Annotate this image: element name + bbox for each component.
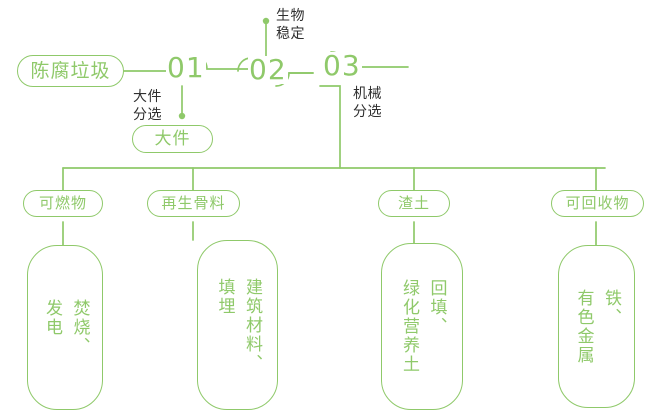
output-detail-box-1[interactable]: 焚烧、 发电	[27, 245, 103, 410]
output-detail-3-text: 回填、 绿化营养土	[399, 279, 447, 374]
stage-number-03[interactable]: 03	[322, 49, 362, 82]
process-label-02: 生物 稳定	[276, 8, 305, 42]
output-category-2[interactable]: 再生骨料	[147, 190, 240, 217]
branch-output-bulk[interactable]: 大件	[132, 125, 213, 153]
stage-number-02[interactable]: 02	[248, 53, 288, 86]
output-detail-4-text: 铁、 有色金属	[573, 288, 622, 365]
output-category-4[interactable]: 可回收物	[551, 190, 644, 217]
output-detail-box-3[interactable]: 回填、 绿化营养土	[381, 243, 463, 410]
endpoint-dot-bulk	[178, 112, 186, 120]
output-category-3-label: 渣土	[397, 194, 430, 212]
output-detail-box-2[interactable]: 建筑材料、 填埋	[197, 240, 278, 410]
output-category-1-label: 可燃物	[38, 194, 87, 212]
process-label-01: 大件 分选	[133, 89, 162, 123]
branch-output-bulk-label: 大件	[154, 128, 191, 149]
source-node-label: 陈腐垃圾	[30, 59, 111, 82]
output-detail-1-text: 焚烧、 发电	[42, 299, 90, 356]
output-category-3[interactable]: 渣土	[378, 190, 450, 217]
output-detail-box-4[interactable]: 铁、 有色金属	[558, 245, 635, 408]
source-node[interactable]: 陈腐垃圾	[17, 55, 124, 87]
output-category-4-label: 可回收物	[565, 194, 630, 212]
process-label-03: 机械 分选	[353, 86, 382, 120]
output-category-2-label: 再生骨料	[161, 194, 226, 212]
output-category-1[interactable]: 可燃物	[23, 190, 103, 217]
stage-number-01[interactable]: 01	[166, 51, 206, 84]
endpoint-dot-bio	[262, 17, 270, 25]
line-03-to-bus	[319, 85, 341, 169]
output-detail-2-text: 建筑材料、 填埋	[214, 277, 263, 373]
